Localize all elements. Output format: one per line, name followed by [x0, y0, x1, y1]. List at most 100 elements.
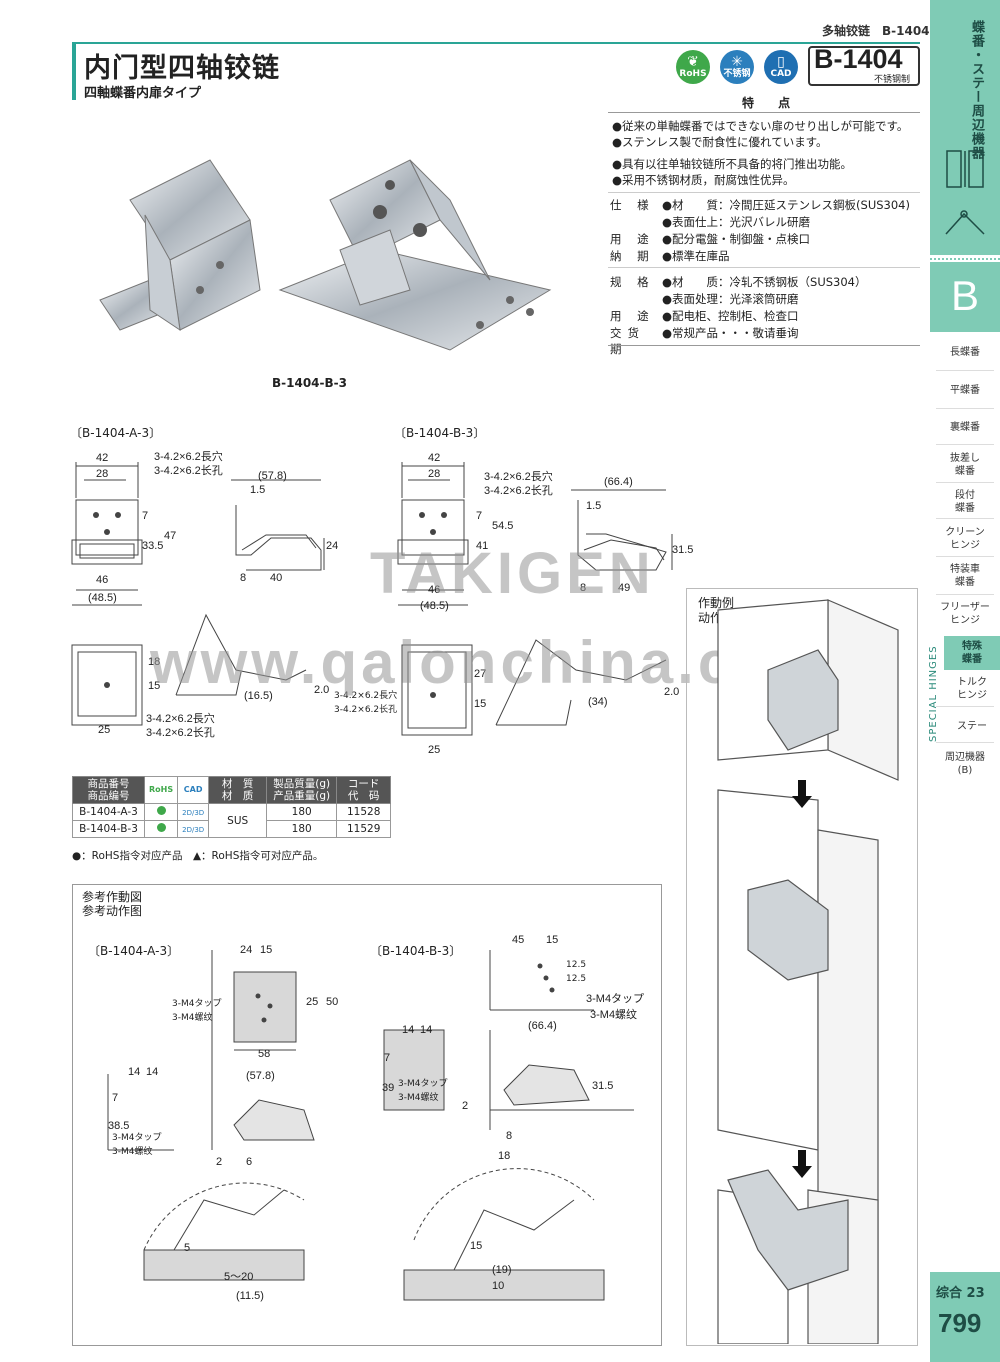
page-number: 799: [938, 1308, 982, 1338]
sidebar-divider: [936, 370, 994, 371]
dim-a-15: 1.5: [250, 484, 266, 496]
dim-a-f15: 15: [148, 680, 161, 692]
sidebar-item-special-hinge[interactable]: 特殊 蝶番: [962, 641, 982, 665]
dim-a-578: (57.8): [258, 470, 287, 482]
sidebar-item-liftoff-hinge[interactable]: 抜差し 蝶番: [950, 453, 980, 477]
ref-b-45: 45: [512, 934, 525, 946]
sidebar-item-long-hinge[interactable]: 長蝶番: [950, 347, 980, 358]
ref-b-15: 15: [546, 934, 559, 946]
photo-caption: B-1404-B-3: [272, 376, 347, 390]
page-title: 内门型四轴铰链: [84, 53, 280, 84]
dim-b-34: (34): [588, 696, 608, 708]
ref-a-tap-jp: 3-M4タップ: [172, 999, 222, 1009]
ref-b-2: 2: [462, 1100, 469, 1112]
watermark-site: www.qalonchina.com: [150, 629, 834, 696]
reference-drawings: [107, 950, 634, 1301]
dim-b-hole-jp: 3-4.2×6.2長穴: [484, 471, 553, 483]
sidebar-item-back-hinge[interactable]: 裏蝶番: [950, 422, 980, 433]
spec-cn-row: ●表面处理：光泽滚筒研磨: [662, 292, 799, 306]
dim-a-28: 28: [96, 468, 109, 480]
feature-cn-1: ●具有以往单轴铰链所不具备的将门推出功能。: [612, 157, 853, 171]
dim-a-42: 42: [96, 452, 109, 464]
rohs-badge: ❦RoHS: [676, 50, 710, 84]
ref-a-2: 2: [216, 1156, 223, 1168]
drawing-b-label: 〔B-1404-B-3〕: [394, 426, 486, 440]
ref-b-19: (19): [492, 1264, 512, 1276]
features-heading: 特 点: [742, 96, 801, 110]
model-code: B-1404: [814, 44, 903, 74]
dim-b-8: 8: [580, 582, 587, 594]
cell-weight: 180: [266, 820, 338, 838]
features-bottom-divider: [608, 345, 920, 346]
dim-a-47: 47: [164, 530, 177, 542]
dim-b-f15: 15: [474, 698, 487, 710]
sidebar-item-offset-hinge[interactable]: 段付 蝶番: [955, 490, 975, 514]
sparkle-icon: ✳: [731, 54, 743, 70]
sidebar-item-stay[interactable]: ステー: [957, 721, 987, 732]
th-weight: 製品質量(g)产品重量(g): [266, 776, 338, 804]
table-row: B-1404-A-3 2D/3D SUS 180 11528: [72, 803, 392, 838]
dim-b-664: (66.4): [604, 476, 633, 488]
ref-b-125b: 12.5: [566, 974, 587, 984]
leaf-icon: ❦: [687, 54, 699, 70]
feature-jp-2: ●ステンレス製で耐食性に優れています。: [612, 135, 828, 149]
sidebar-item-vehicle-hinge[interactable]: 特装車 蝶番: [950, 564, 980, 588]
ref-a-14a: 14: [128, 1066, 141, 1078]
sidebar-section-letter: B: [930, 262, 1000, 332]
sidebar-item-peripherals[interactable]: 周辺機器 (B): [945, 752, 985, 776]
th-rohs: RoHS: [143, 776, 179, 804]
sidebar-divider: [936, 706, 994, 707]
feature-jp-1: ●従来の単軸蝶番ではできない扉のせり出しが可能です。: [612, 119, 909, 133]
catalog-section: 综合 23: [936, 1286, 985, 1301]
drawing-a-label: 〔B-1404-A-3〕: [70, 426, 162, 440]
dim-a-18: 18: [148, 656, 161, 668]
reference-a-label: 〔B-1404-A-3〕: [88, 944, 180, 958]
dim-a-hole-cn: 3-4.2×6.2长孔: [154, 465, 223, 477]
dim-b-hole-cn: 3-4.2×6.2长孔: [484, 485, 553, 497]
sidebar-divider: [936, 518, 994, 519]
cad-link[interactable]: 2D/3D: [182, 826, 205, 834]
dim-b-27: 27: [474, 668, 487, 680]
cad-link[interactable]: 2D/3D: [182, 809, 205, 817]
ref-a-6: 6: [246, 1156, 253, 1168]
reference-b-label: 〔B-1404-B-3〕: [370, 944, 462, 958]
dim-b-mid-hole-cn: 3-4.2×6.2长孔: [334, 705, 398, 715]
dim-a-8: 8: [240, 572, 247, 584]
dim-a-335: 33.5: [142, 540, 164, 552]
ref-b-315: 31.5: [592, 1080, 614, 1092]
dim-b-545: 54.5: [492, 520, 514, 532]
spec-jp-row: 仕 様●材 質：冷間圧延ステンレス鋼板(SUS304): [610, 198, 910, 212]
sidebar-header: [930, 0, 1000, 255]
file-icon: ▯: [777, 54, 785, 70]
spec-divider-1: [608, 192, 920, 193]
ref-b-tap-jp: 3-M4タップ: [586, 993, 645, 1005]
dim-b-46: 46: [428, 584, 441, 596]
ref-b-125a: 12.5: [566, 960, 587, 970]
ref-a-50: 50: [326, 996, 339, 1008]
ref-b-10: 10: [492, 1280, 505, 1292]
sidebar-item-freezer-hinge[interactable]: フリーザー ヒンジ: [940, 602, 990, 626]
sidebar-item-clean-hinge[interactable]: クリーン ヒンジ: [945, 527, 985, 551]
dim-a-25: 25: [98, 724, 111, 736]
ref-b-39: 39: [382, 1082, 395, 1094]
ref-a-25: 25: [306, 996, 319, 1008]
dim-a-hole-jp: 3-4.2×6.2長穴: [154, 451, 223, 463]
ref-b-664: (66.4): [528, 1020, 557, 1032]
example-illustration: [717, 599, 899, 1344]
ref-b-tap2-jp: 3-M4タップ: [398, 1079, 448, 1089]
sidebar-item-torque-hinge[interactable]: トルク ヒンジ: [957, 677, 987, 701]
reference-title: 参考作動図参考动作图: [82, 890, 143, 918]
sidebar-divider: [936, 594, 994, 595]
ref-a-578: (57.8): [246, 1070, 275, 1082]
dim-a-7: 7: [142, 510, 149, 522]
ref-b-14a: 14: [402, 1024, 415, 1036]
cad-badge[interactable]: ▯CAD: [764, 50, 798, 84]
rohs-dot: [156, 806, 166, 815]
ref-a-115: (11.5): [236, 1290, 264, 1302]
ref-a-58: 58: [258, 1048, 271, 1060]
ref-b-7: 7: [384, 1052, 391, 1064]
sidebar-item-flat-hinge[interactable]: 平蝶番: [950, 385, 980, 396]
cell-code: B-1404-A-3: [72, 803, 145, 821]
dimension-drawings: [71, 462, 673, 736]
dim-b-485: (48.5): [420, 600, 449, 612]
